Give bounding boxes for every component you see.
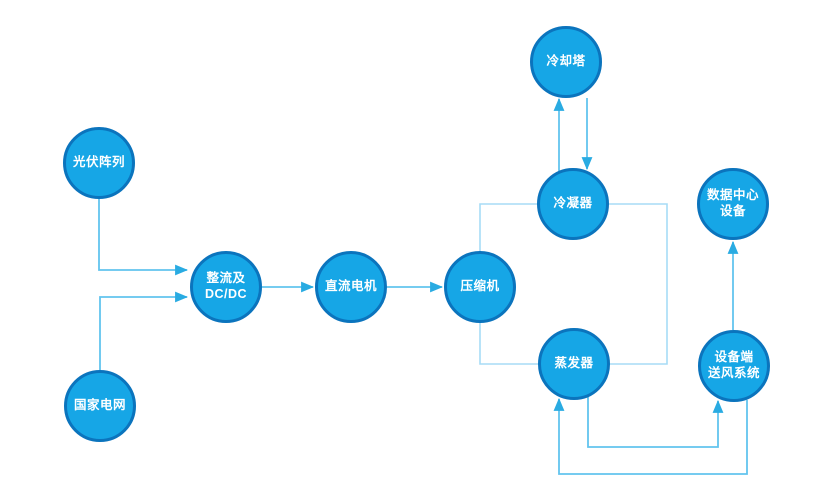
node-equipment-air-supply-label-line2: 送风系统	[707, 366, 760, 380]
node-rectifier-dcdc-label-line1: 整流及	[206, 271, 246, 286]
node-equipment-air-supply-label-line1: 设备端	[714, 350, 754, 365]
edge-grid-to-rectifier	[99, 291, 189, 372]
node-national-grid-label: 国家电网	[73, 398, 126, 413]
node-evaporator-label: 蒸发器	[554, 356, 594, 371]
node-compressor-label: 压缩机	[460, 279, 500, 294]
node-dc-motor: 直流电机	[315, 251, 387, 323]
node-national-grid: 国家电网	[64, 370, 136, 442]
node-datacenter-equipment: 数据中心 设备	[697, 168, 769, 240]
edge-pv-to-rectifier	[98, 198, 189, 276]
node-pv-array: 光伏阵列	[63, 127, 135, 199]
node-datacenter-equipment-label-line1: 数据中心	[706, 188, 759, 203]
node-pv-array-label: 光伏阵列	[72, 155, 125, 170]
node-condenser-label: 冷凝器	[553, 196, 593, 211]
node-evaporator: 蒸发器	[538, 328, 610, 400]
node-compressor: 压缩机	[444, 251, 516, 323]
node-dc-motor-label: 直流电机	[324, 279, 377, 294]
node-cooling-tower: 冷却塔	[530, 26, 602, 98]
node-cooling-tower-label: 冷却塔	[546, 54, 586, 69]
node-condenser: 冷凝器	[537, 168, 609, 240]
edge-evaporator-to-airsupply	[587, 397, 724, 448]
edge-airsupply-to-evaporator	[553, 397, 748, 475]
node-rectifier-dcdc: 整流及 DC/DC	[190, 251, 262, 323]
node-datacenter-equipment-label-line2: 设备	[719, 204, 746, 218]
node-rectifier-dcdc-label-line2: DC/DC	[204, 287, 248, 301]
node-equipment-air-supply: 设备端 送风系统	[698, 330, 770, 402]
